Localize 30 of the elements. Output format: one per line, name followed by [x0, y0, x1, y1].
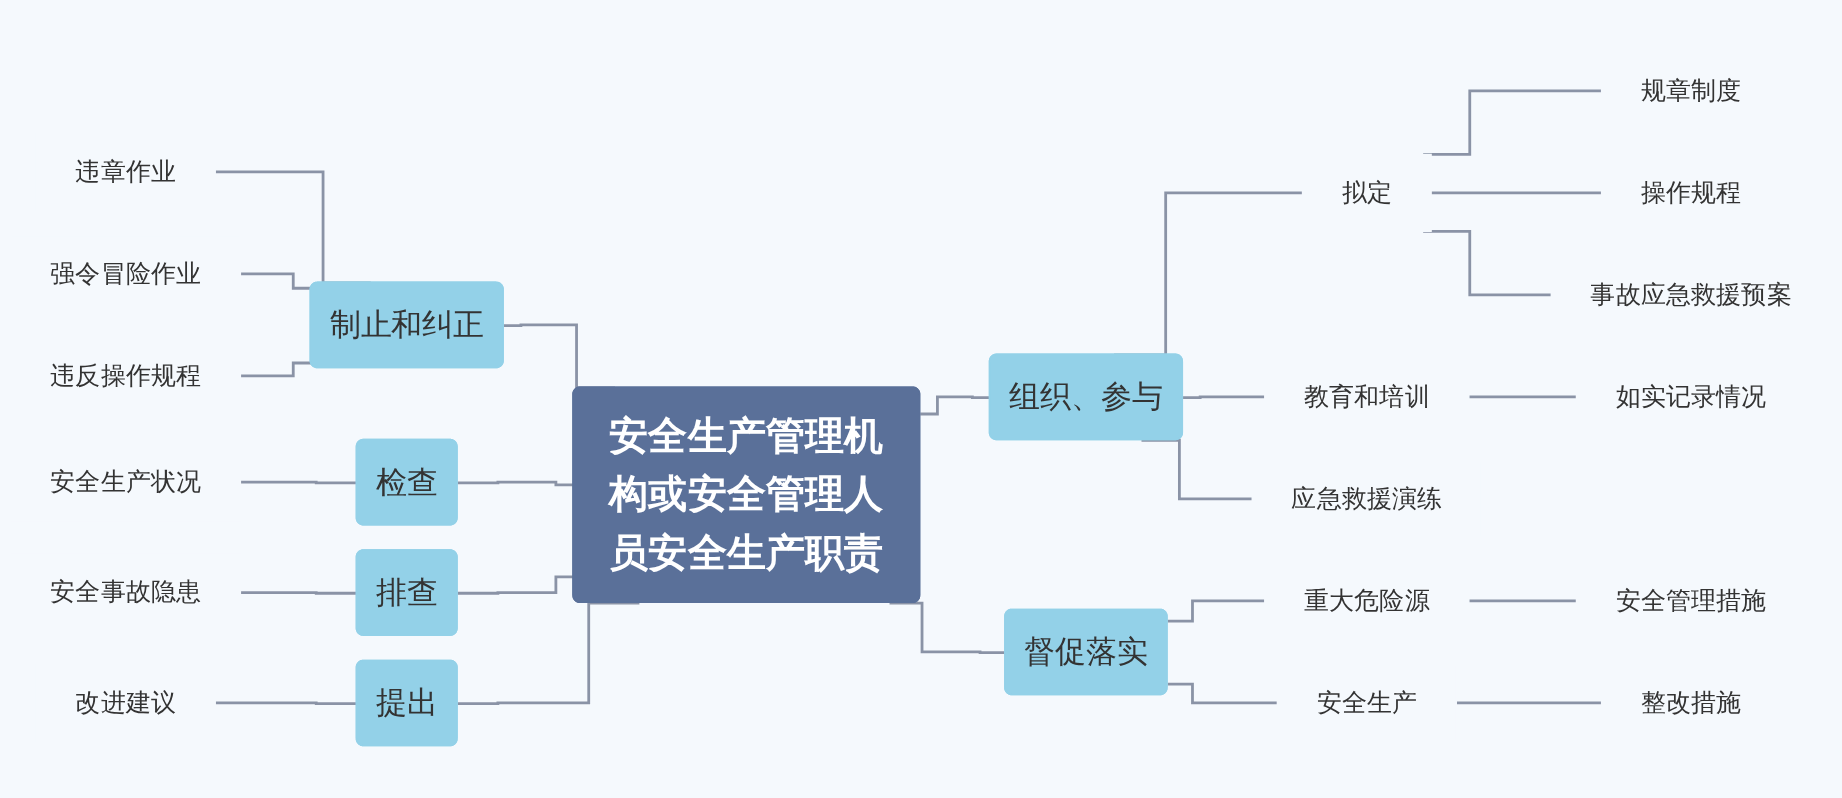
connector: [457, 575, 574, 595]
connector: [240, 272, 312, 290]
node-text: 拟定: [1341, 178, 1392, 207]
connector: [1167, 599, 1265, 623]
node-text: 如实记录情况: [1615, 382, 1767, 411]
node-text: 重大危险源: [1303, 586, 1430, 615]
connector: [1141, 438, 1253, 501]
node-text: 操作规程: [1640, 178, 1742, 207]
connector: [457, 601, 640, 706]
connector: [1431, 191, 1602, 195]
node-text: 安全生产: [1316, 688, 1418, 717]
node-text: 教育和培训: [1303, 382, 1430, 411]
node-text: 规章制度: [1640, 76, 1742, 105]
connector: [1183, 395, 1265, 399]
node-text: 应急救援演练: [1291, 484, 1443, 513]
node-text: 强令冒险作业: [50, 259, 202, 288]
connector: [240, 361, 312, 378]
connector: [1167, 682, 1278, 705]
connector: [1468, 599, 1577, 603]
node-text: 违章作业: [75, 157, 177, 186]
node-text: 事故应急救援预案: [1590, 280, 1792, 309]
node-text: 改进建议: [75, 688, 177, 717]
node-text: 违反操作规程: [50, 361, 202, 390]
connector: [1456, 701, 1602, 705]
node-text: 整改措施: [1640, 688, 1742, 717]
connector: [1468, 395, 1577, 399]
node-text: 安全管理措施: [1615, 586, 1767, 615]
node-text: 安全事故隐患: [50, 577, 202, 606]
node-text: 安全生产状况: [50, 467, 202, 496]
connector: [457, 480, 574, 487]
